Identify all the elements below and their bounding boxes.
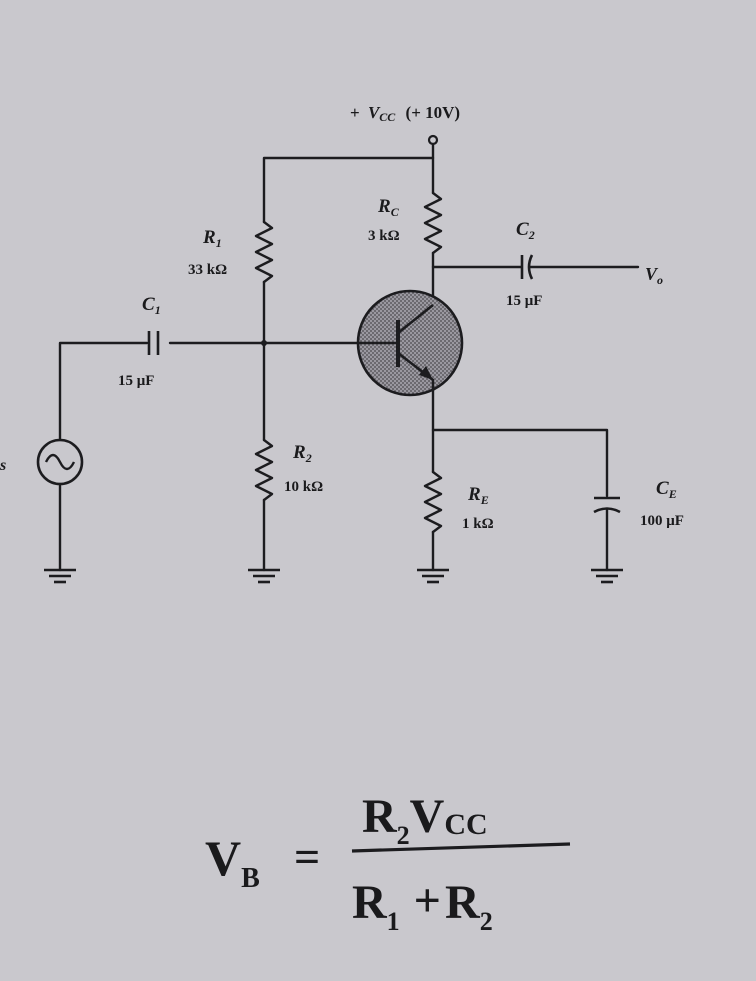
vo-output-label: Vo [645, 264, 663, 287]
equation-lhs: VB [205, 830, 260, 894]
fraction-bar [351, 842, 571, 853]
vcc-label: + VCC (+ 10V) [350, 103, 460, 125]
c2-value: 15 μF [506, 293, 542, 309]
equation-numerator: R2VCC [362, 790, 488, 850]
rc-label: RC [377, 196, 400, 219]
ce-value: 100 μF [640, 513, 684, 529]
ground-symbol-re [417, 568, 449, 584]
r1-resistor [254, 220, 274, 284]
ground-symbol-ce [591, 568, 623, 584]
ce-top-wire [431, 428, 609, 498]
ce-label: CE [656, 478, 677, 501]
base-junction [261, 340, 267, 346]
rc-resistor [423, 191, 443, 255]
c2-label: C2 [516, 219, 535, 242]
c1-left-wire [58, 341, 149, 442]
top-rail-wire [262, 142, 435, 224]
equation-denominator: R1+R2 [352, 874, 493, 936]
r2-label: R2 [292, 442, 312, 465]
re-resistor [423, 470, 443, 534]
ground-symbol-r2 [248, 568, 280, 584]
source-label: s [0, 457, 6, 474]
c1-capacitor [147, 331, 160, 355]
ce-capacitor [593, 496, 621, 514]
r2-value: 10 kΩ [284, 479, 323, 495]
re-value: 1 kΩ [462, 516, 494, 532]
vb-equation: VB = R2VCC R1+R2 [205, 790, 571, 936]
c1-label: C1 [142, 294, 161, 317]
ac-source [36, 438, 84, 486]
r1-label: R1 [202, 227, 222, 250]
r1-value: 33 kΩ [188, 262, 227, 278]
rc-value: 3 kΩ [368, 228, 400, 244]
re-label: RE [467, 484, 489, 507]
r2-resistor [254, 438, 274, 502]
c1-value: 15 μF [118, 373, 154, 389]
ground-symbol-source [44, 568, 76, 584]
equation-equals: = [294, 831, 320, 882]
